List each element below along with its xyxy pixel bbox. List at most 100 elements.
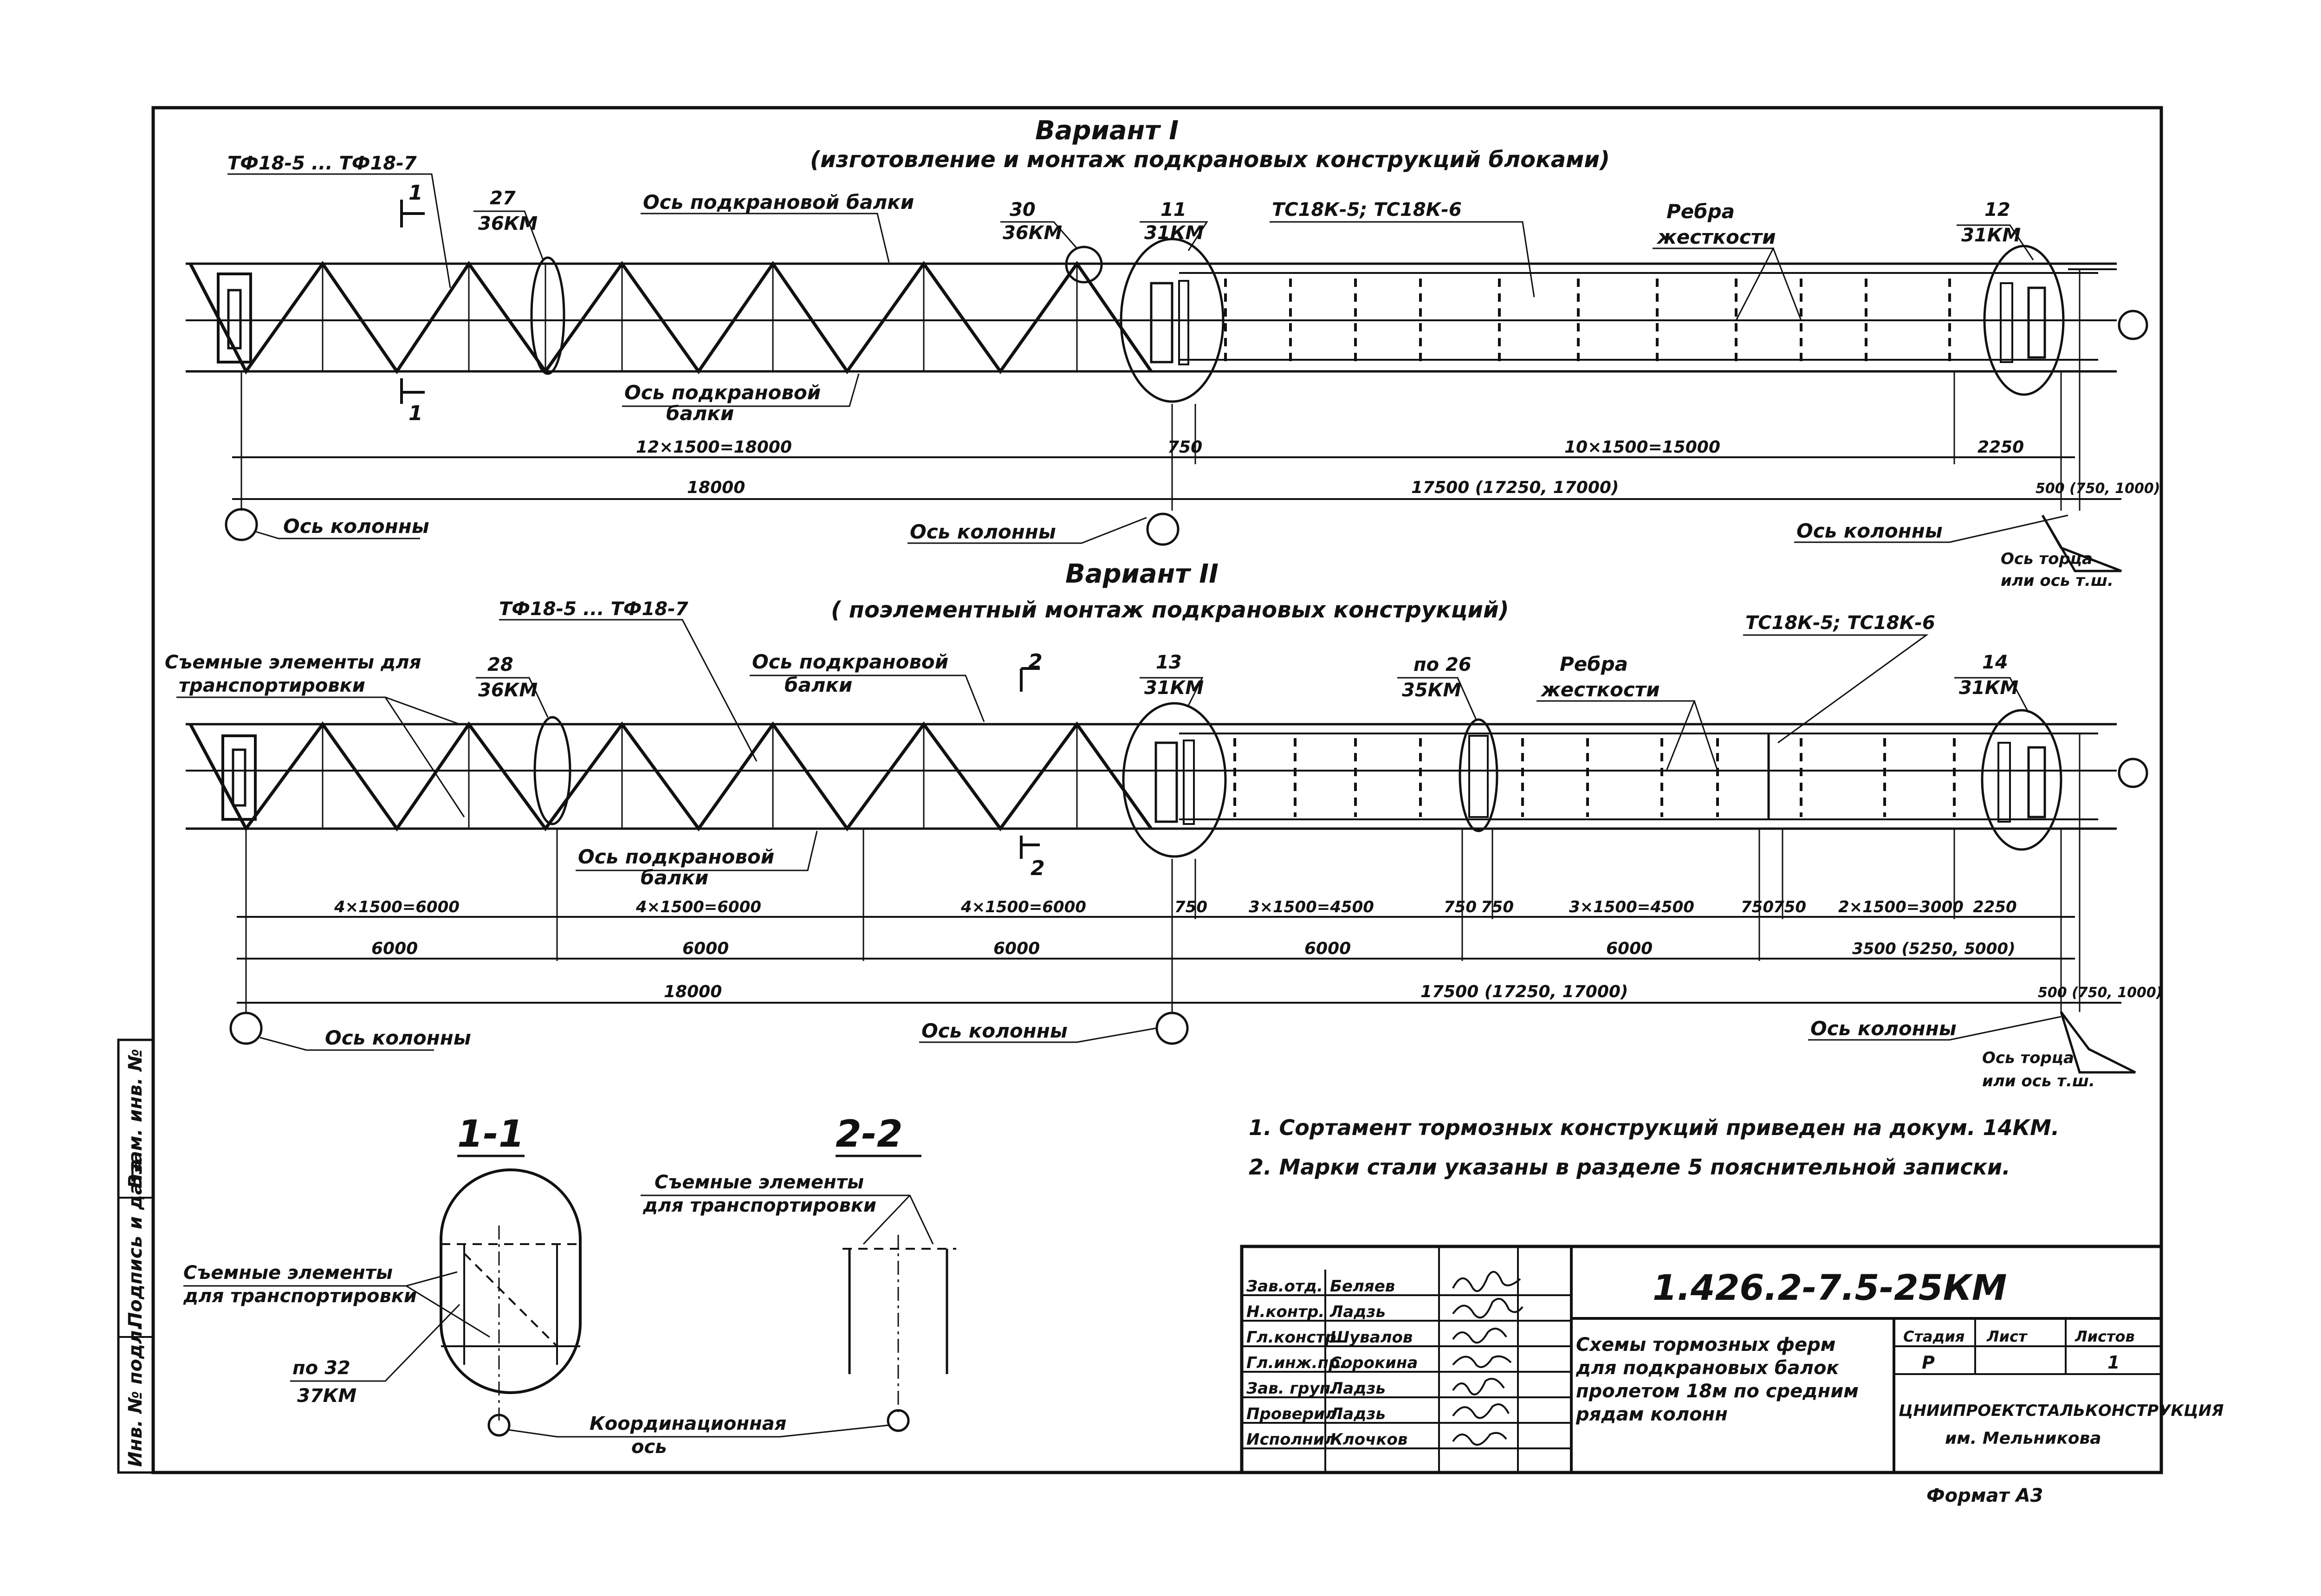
s2-removable-2: для транспортировки xyxy=(642,1195,876,1216)
v1-node-11: 11 xyxy=(1160,199,1186,221)
node-26-callout xyxy=(1459,718,1498,832)
v1-node-30-doc: 36КМ xyxy=(1003,222,1062,244)
v1-dim-end-offset: 500 (750, 1000) xyxy=(2036,480,2160,497)
section-2-2-title: 2-2 xyxy=(836,1112,903,1155)
v2-col-axis-3: Ось колонны xyxy=(1810,1017,1957,1040)
s2-removable-1: Съемные элементы xyxy=(655,1172,864,1193)
s1-removable-2: для транспортировки xyxy=(183,1285,417,1307)
v1-ribs-1: Ребра xyxy=(1666,200,1735,223)
side-stamp: Взам. инв. № Подпись и дата Инв. № подл. xyxy=(125,1049,146,1467)
section-1-1: 1-1 Съемные элементы для транспортировки… xyxy=(183,1112,582,1437)
v2-dim-b: 4×1500=6000 xyxy=(635,898,761,916)
v2-removable-1: Съемные элементы для xyxy=(165,652,421,673)
node-30-callout xyxy=(1065,246,1103,284)
node-11-callout xyxy=(1120,238,1225,403)
v2-dim-d: 750 xyxy=(1174,898,1207,916)
section-2-top-label: 2 xyxy=(1028,650,1043,674)
v1-sheet-mark: ТС18К-5; ТС18К-6 xyxy=(1272,199,1462,221)
note-2: 2. Марки стали указаны в разделе 5 поясн… xyxy=(1249,1155,2010,1180)
v2-dim-l: 2250 xyxy=(1973,898,2017,916)
node-28-callout xyxy=(533,716,571,825)
variant-1-column-axes: Ось колонны Ось колонны Ось колонны Ось … xyxy=(225,508,2122,590)
v2-beam-axis-top-1: Ось подкрановой xyxy=(752,650,948,673)
variant-1-truss-lacing xyxy=(188,260,1153,375)
signatures xyxy=(1452,1271,1524,1446)
v2-ribs-2: жесткости xyxy=(1540,678,1660,701)
variant-2-column-axes: Ось колонны Ось колонны Ось колонны Ось … xyxy=(229,1011,2136,1090)
variant-2-stiffening-ribs xyxy=(1233,738,1956,817)
section-2-bottom-label: 2 xyxy=(1031,856,1045,880)
v1-end-axis-1: Ось торца xyxy=(2001,550,2093,568)
tb-role-1: Зав.отд. xyxy=(1246,1277,1323,1296)
v2-removable-2: транспортировки xyxy=(179,675,365,696)
variant-2-verticals xyxy=(322,724,1078,829)
tb-name-3: Шувалов xyxy=(1330,1328,1413,1347)
note-1: 1. Сортамент тормозных конструкций приве… xyxy=(1249,1115,2059,1140)
variant-1: Вариант I (изготовление и монтаж подкран… xyxy=(186,116,2160,590)
v2-node-26-doc: 35КМ xyxy=(1402,680,1461,701)
v1-col-axis-3: Ось колонны xyxy=(1796,519,1943,542)
v2-beam-axis-bottom-1: Ось подкрановой xyxy=(578,845,774,868)
section-1-top-label: 1 xyxy=(408,181,423,205)
variant-1-subtitle: (изготовление и монтаж подкрановых конст… xyxy=(810,147,1610,173)
title-block: Зав.отд. Н.контр. Гл.констр. Гл.инж.пр. … xyxy=(1240,1245,2224,1506)
tb-sheets-label: Листов xyxy=(2075,1328,2135,1345)
v2-dim-h: 3×1500=4500 xyxy=(1569,898,1694,916)
tb-name-4: Сорокина xyxy=(1330,1354,1418,1372)
variant-2-left-support xyxy=(221,734,257,821)
v2-sheet-mark: ТС18К-5; ТС18К-6 xyxy=(1745,612,1935,634)
v1-col-axis-marker-2 xyxy=(1146,513,1180,546)
tb-name-2: Ладзь xyxy=(1329,1303,1386,1321)
tb-sheet-label: Лист xyxy=(1986,1328,2028,1345)
v2-ribs-1: Ребра xyxy=(1560,653,1628,675)
v2-node-14-doc: 31КМ xyxy=(1959,677,2018,699)
s1-node-doc: 37КМ xyxy=(297,1385,357,1407)
v2-node-26: по 26 xyxy=(1413,654,1472,675)
v1-dim-gap: 750 xyxy=(1167,438,1202,457)
tb-desc-3: пролетом 18м по средним xyxy=(1576,1381,1859,1402)
tb-format: Формат А3 xyxy=(1926,1485,2043,1506)
section-1-bottom-label: 1 xyxy=(408,402,423,425)
v1-dim-total-right: 17500 (17250, 17000) xyxy=(1411,478,1619,497)
tb-name-5: Ладзь xyxy=(1329,1379,1386,1398)
v1-truss-mark: ТФ18-5 ... ТФ18-7 xyxy=(227,153,417,174)
v2-dim-g: 750 xyxy=(1481,898,1514,916)
tb-role-2: Н.контр. xyxy=(1246,1303,1324,1321)
v2-beam-axis-bottom-2: балки xyxy=(641,866,708,889)
v1-col-axis-marker-1 xyxy=(225,508,258,541)
v2-dim-a: 4×1500=6000 xyxy=(334,898,460,916)
v2-dim-m3: 6000 xyxy=(993,939,1040,958)
notes: 1. Сортамент тормозных конструкций приве… xyxy=(1249,1115,2059,1180)
v1-end-axis-2: или ось т.ш. xyxy=(2001,571,2114,590)
v2-dim-k: 2×1500=3000 xyxy=(1838,898,1964,916)
v2-end-axis-1: Ось торца xyxy=(1982,1049,2074,1067)
v2-node-13-doc: 31КМ xyxy=(1144,677,1204,699)
variant-1-verticals xyxy=(322,264,1078,371)
v2-node-14: 14 xyxy=(1982,652,2008,673)
v2-dim-end-offset: 500 (750, 1000) xyxy=(2038,985,2162,1001)
tb-org-2: им. Мельникова xyxy=(1945,1429,2101,1448)
v2-node-13: 13 xyxy=(1156,652,1182,673)
v1-node-11-doc: 31КМ xyxy=(1144,222,1204,244)
node-27-callout xyxy=(530,256,565,375)
tb-desc-1: Схемы тормозных ферм xyxy=(1576,1334,1835,1356)
v1-col-axis-2: Ось колонны xyxy=(910,520,1056,543)
tb-desc-4: рядам колонн xyxy=(1575,1404,1728,1425)
coord-axis-2: ось xyxy=(631,1436,667,1458)
v2-dim-total-left: 18000 xyxy=(664,982,722,1001)
v2-beam-axis-top-2: балки xyxy=(784,674,852,696)
variant-2-subtitle: ( поэлементный монтаж подкрановых констр… xyxy=(831,597,1509,623)
variant-1-title: Вариант I xyxy=(1035,116,1179,146)
v1-beam-axis-bottom-2: балки xyxy=(666,402,734,425)
v1-node-27: 27 xyxy=(490,188,516,209)
tb-stage-value: Р xyxy=(1922,1352,1935,1373)
tb-desc-2: для подкрановых балок xyxy=(1575,1357,1839,1379)
tb-name-7: Клочков xyxy=(1330,1430,1407,1449)
variant-2-truss-lacing xyxy=(188,721,1153,832)
variant-2-beam xyxy=(186,723,2117,830)
variant-2-dimensions: 4×1500=6000 4×1500=6000 4×1500=6000 750 … xyxy=(237,733,2162,1012)
v1-node-27-doc: 36КМ xyxy=(478,213,538,234)
v1-dim-end: 2250 xyxy=(1977,438,2024,457)
side-stamp-inv: Взам. инв. № xyxy=(125,1049,146,1188)
v1-node-30: 30 xyxy=(1010,199,1036,221)
